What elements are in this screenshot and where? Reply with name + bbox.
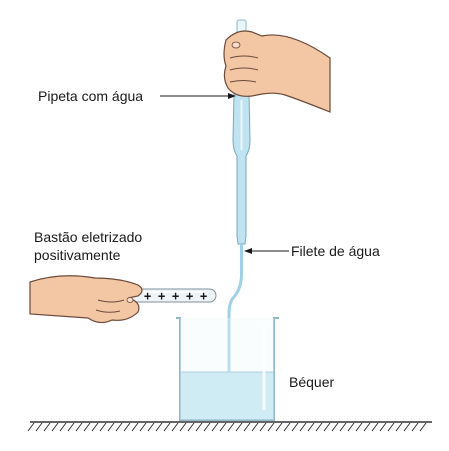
water-stream	[227, 244, 243, 372]
ground-hatch-mark	[259, 422, 267, 432]
ground-hatch-mark	[43, 422, 51, 432]
ground-hatch-mark	[235, 422, 243, 432]
ground-hatch-mark	[219, 422, 227, 432]
ground-hatch-mark	[203, 422, 211, 432]
ground-hatch-mark	[163, 422, 171, 432]
ground-hatch-mark	[307, 422, 315, 432]
ground-hatch-mark	[387, 422, 395, 432]
water-stream-label: Filete de água	[291, 243, 380, 259]
ground-hatch-mark	[35, 422, 43, 432]
ground-hatch-mark	[75, 422, 83, 432]
ground-hatch-mark	[187, 422, 195, 432]
ground-hatch-mark	[99, 422, 107, 432]
ground-hatch-mark	[299, 422, 307, 432]
charge-plus: +	[144, 289, 151, 303]
ground-hatch-mark	[251, 422, 259, 432]
ground-hatch-mark	[403, 422, 411, 432]
rod-label: Bastão eletrizado positivamente	[34, 228, 174, 264]
ground-hatch-mark	[339, 422, 347, 432]
ground-hatch-mark	[83, 422, 91, 432]
ground-hatch-mark	[211, 422, 219, 432]
charge-plus: +	[186, 289, 193, 303]
ground-hatch-mark	[155, 422, 163, 432]
ground-hatch-mark	[347, 422, 355, 432]
ground-hatch-mark	[123, 422, 131, 432]
ground-hatch-mark	[131, 422, 139, 432]
rod-label-line2: positivamente	[34, 247, 121, 263]
ground-hatch-mark	[195, 422, 203, 432]
beaker	[176, 317, 279, 421]
ground-hatch-mark	[411, 422, 419, 432]
ground-hatch-mark	[283, 422, 291, 432]
stream-arrowhead	[244, 248, 252, 254]
ground-hatch-mark	[227, 422, 235, 432]
ground-hatch-mark	[59, 422, 67, 432]
pipette-arrowhead	[228, 93, 236, 99]
ground-hatch-mark	[379, 422, 387, 432]
charge-plus: +	[158, 289, 165, 303]
ground-hatch-mark	[67, 422, 75, 432]
ground-hatch-mark	[171, 422, 179, 432]
ground-hatch-mark	[27, 422, 35, 432]
ground-hatch-mark	[331, 422, 339, 432]
beaker-label: Béquer	[289, 374, 335, 390]
ground-hatch-mark	[51, 422, 59, 432]
ground-hatch-mark	[147, 422, 155, 432]
ground-hatch-mark	[267, 422, 275, 432]
ground-hatch-mark	[355, 422, 363, 432]
charge-plus: +	[200, 289, 207, 303]
ground-hatch-mark	[291, 422, 299, 432]
ground-hatch-mark	[323, 422, 331, 432]
ground-hatch-mark	[395, 422, 403, 432]
ground-hatch-mark	[107, 422, 115, 432]
ground-hatch-mark	[243, 422, 251, 432]
hand-holding-rod-icon	[29, 275, 143, 324]
rod-label-line1: Bastão eletrizado	[34, 229, 143, 245]
ground-hatch-mark	[115, 422, 123, 432]
ground-hatch-mark	[179, 422, 187, 432]
leader-arrows	[160, 93, 289, 254]
pipette-label: Pipeta com água	[38, 88, 144, 104]
ground-hatch-mark	[91, 422, 99, 432]
ground	[27, 421, 432, 432]
ground-hatch-mark	[371, 422, 379, 432]
ground-hatch-mark	[275, 422, 283, 432]
rod-charges: + + + + +	[144, 289, 207, 303]
ground-hatch-mark	[315, 422, 323, 432]
hand-holding-pipette-icon	[223, 30, 331, 113]
charge-plus: +	[172, 289, 179, 303]
ground-hatch-mark	[363, 422, 371, 432]
ground-hatch-mark	[419, 422, 427, 432]
ground-hatch-mark	[139, 422, 147, 432]
